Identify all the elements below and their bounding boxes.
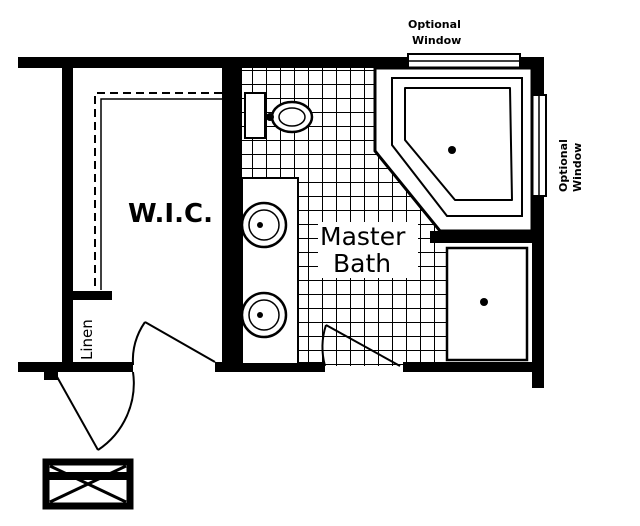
divider-wall xyxy=(222,57,242,369)
bottom-wall-mid xyxy=(215,362,325,372)
left-stub xyxy=(44,362,58,380)
corner-tub-icon xyxy=(373,66,534,233)
window-side xyxy=(531,94,547,197)
master-label: Master xyxy=(320,222,406,251)
vanity xyxy=(240,177,299,365)
linen-shelf xyxy=(72,291,112,300)
shower-partition xyxy=(430,231,535,243)
wic-label: W.I.C. xyxy=(128,199,213,229)
closet-shelf-line-inner xyxy=(100,98,222,290)
walls xyxy=(18,57,544,388)
window-top xyxy=(407,53,521,69)
closet-shelf-line xyxy=(94,92,222,290)
stair-landing xyxy=(42,458,134,510)
window-top-label-2: Window xyxy=(412,34,461,47)
drain-icon xyxy=(448,146,456,154)
linen-label: Linen xyxy=(78,319,96,360)
shower-icon xyxy=(445,246,529,362)
drain-icon xyxy=(480,298,488,306)
bottom-wall-left xyxy=(18,362,133,372)
window-side-label-2: Window xyxy=(571,143,584,192)
sink-icon xyxy=(240,201,288,249)
bath-label: Bath xyxy=(333,249,391,278)
left-wall xyxy=(62,57,73,369)
sink-icon xyxy=(240,291,288,339)
door-closet xyxy=(131,321,216,366)
bottom-wall-right xyxy=(403,362,544,372)
right-wall-upper xyxy=(532,57,544,95)
top-wall-left xyxy=(18,57,408,68)
door-entry xyxy=(55,371,135,451)
window-top-label-1: Optional xyxy=(408,18,461,31)
window-side-label-1: Optional xyxy=(557,139,570,192)
door-bath xyxy=(321,324,401,367)
right-wall-lower xyxy=(532,196,544,388)
toilet-icon xyxy=(244,92,314,139)
